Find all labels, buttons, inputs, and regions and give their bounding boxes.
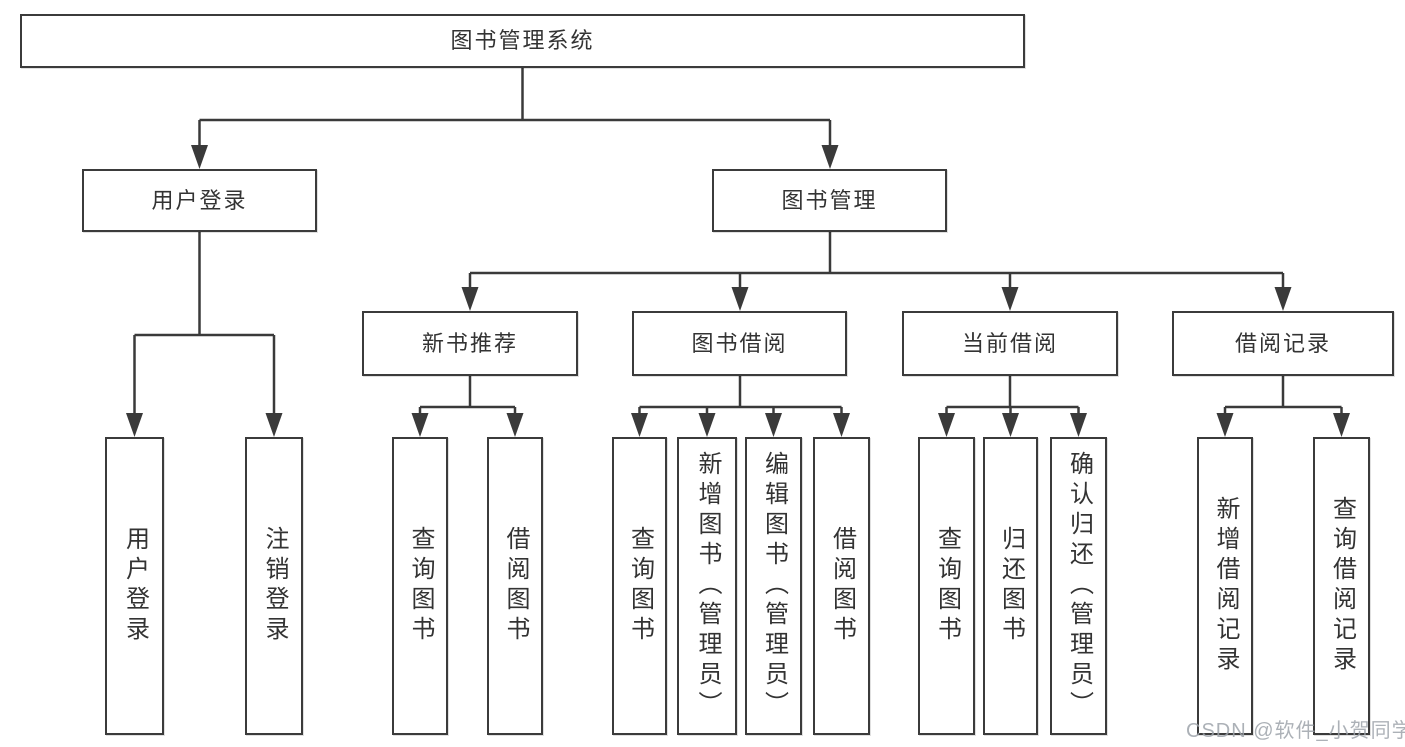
node-borrow-records: 借阅记录 bbox=[1172, 311, 1394, 376]
arrowheads bbox=[126, 145, 1350, 437]
leaf-edit-book-admin: 编辑图书（管理员） bbox=[745, 437, 802, 735]
node-root: 图书管理系统 bbox=[20, 14, 1025, 68]
node-book-borrow: 图书借阅 bbox=[632, 311, 847, 376]
csdn-watermark: CSDN @软件_小贺同学 bbox=[1186, 720, 1405, 742]
node-new-book-recommend: 新书推荐 bbox=[362, 311, 578, 376]
leaf-recommend-query-book: 查询图书 bbox=[392, 437, 448, 735]
node-user-login: 用户登录 bbox=[82, 169, 317, 232]
leaf-borrow-query-book: 查询图书 bbox=[612, 437, 667, 735]
leaf-user-login: 用户登录 bbox=[105, 437, 164, 735]
node-book-management: 图书管理 bbox=[712, 169, 947, 232]
node-current-borrow: 当前借阅 bbox=[902, 311, 1118, 376]
leaf-add-book-admin: 新增图书（管理员） bbox=[677, 437, 737, 735]
leaf-recommend-borrow-book: 借阅图书 bbox=[487, 437, 543, 735]
leaf-query-borrow-record: 查询借阅记录 bbox=[1313, 437, 1370, 735]
leaf-current-query-book: 查询图书 bbox=[918, 437, 975, 735]
leaf-confirm-return-admin: 确认归还（管理员） bbox=[1050, 437, 1107, 735]
leaf-return-book: 归还图书 bbox=[983, 437, 1038, 735]
leaf-borrow-book: 借阅图书 bbox=[813, 437, 870, 735]
leaf-logout: 注销登录 bbox=[245, 437, 303, 735]
leaf-add-borrow-record: 新增借阅记录 bbox=[1197, 437, 1253, 735]
